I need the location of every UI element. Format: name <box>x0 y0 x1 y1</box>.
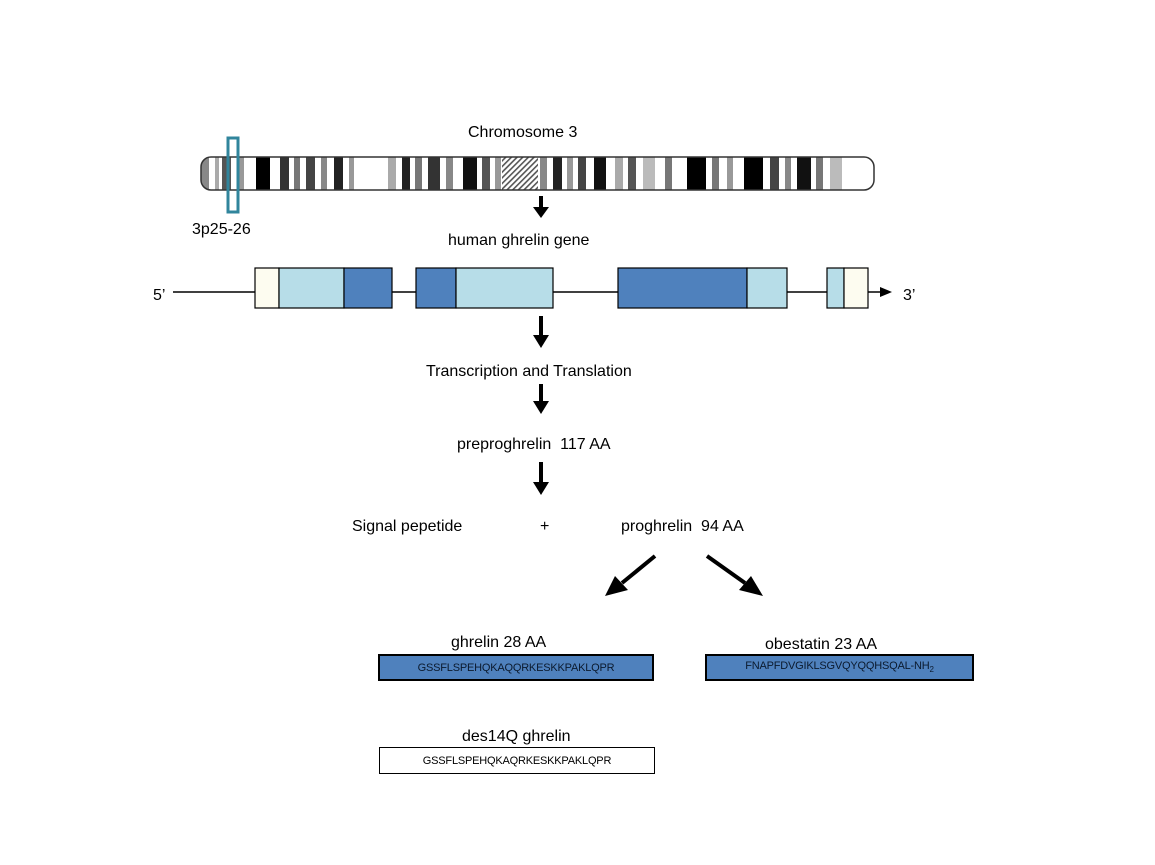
proghrelin-label: proghrelin 94 AA <box>621 518 744 535</box>
signal-peptide-label: Signal pepetide <box>352 518 463 535</box>
chromosome-title: Chromosome 3 <box>468 124 578 141</box>
exon4-light <box>826 267 845 309</box>
exon2-light <box>455 267 554 309</box>
exon2-coding <box>415 267 457 309</box>
plus-sign: + <box>540 518 550 535</box>
arrow-chromosome-to-gene <box>533 196 549 218</box>
exon1-utr <box>254 267 280 309</box>
ghrelin-sequence-box: GSSFLSPEHQKAQQRKESKKPAKLQPR <box>378 654 654 681</box>
des14q-sequence: GSSFLSPEHQKAQRKESKKPAKLQPR <box>422 754 612 767</box>
exon1-light <box>278 267 345 309</box>
five-prime-label: 5’ <box>153 287 166 304</box>
locus-label: 3p25-26 <box>192 221 251 238</box>
ghrelin-sequence: GSSFLSPEHQKAQQRKESKKPAKLQPR <box>417 661 615 674</box>
obestatin-subscript: 2 <box>929 665 934 675</box>
chromosome-ideogram <box>200 156 875 191</box>
des14q-title: des14Q ghrelin <box>462 728 571 745</box>
gene-title: human ghrelin gene <box>448 232 590 249</box>
exon4-utr <box>843 267 869 309</box>
locus-marker-box <box>226 136 240 214</box>
arrow-proghrelin-to-obestatin <box>705 554 763 596</box>
obestatin-title: obestatin 23 AA <box>765 636 878 653</box>
transcription-label: Transcription and Translation <box>426 363 632 380</box>
ghrelin-title: ghrelin 28 AA <box>451 634 547 651</box>
des14q-sequence-box: GSSFLSPEHQKAQRKESKKPAKLQPR <box>379 747 655 774</box>
ghrelin-gene-structure <box>173 267 892 309</box>
arrow-transcription-to-preproghrelin <box>533 384 549 414</box>
exon3-light <box>746 267 788 309</box>
obestatin-sequence-box: FNAPFDVGIKLSGVQYQQHSQAL-NH2 <box>705 654 974 681</box>
three-prime-label: 3’ <box>903 287 916 304</box>
obestatin-sequence: FNAPFDVGIKLSGVQYQQHSQAL-NH2 <box>745 660 934 675</box>
arrow-gene-to-transcription <box>533 316 549 348</box>
arrow-preproghrelin-to-cleavage <box>533 462 549 495</box>
exon3-coding <box>617 267 748 309</box>
exon1-coding <box>343 267 393 309</box>
preproghrelin-label: preproghrelin 117 AA <box>457 436 611 453</box>
arrow-proghrelin-to-ghrelin <box>605 554 657 596</box>
